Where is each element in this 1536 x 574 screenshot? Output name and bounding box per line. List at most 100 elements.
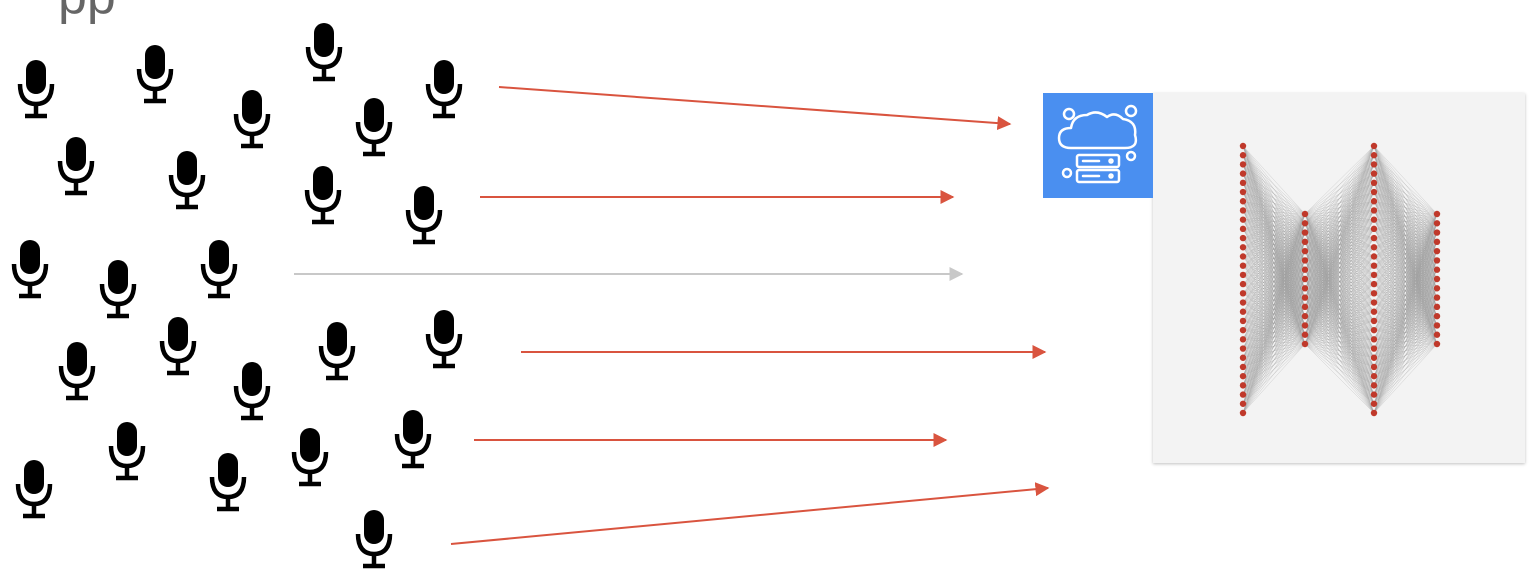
network-node-layer-3 [1370, 179, 1378, 187]
network-node-layer-2 [1301, 285, 1309, 292]
network-node-layer-2 [1301, 210, 1309, 218]
network-node-layer-3 [1370, 345, 1378, 352]
network-node-layer-1 [1239, 317, 1247, 325]
network-node-layer-3 [1370, 308, 1378, 315]
network-node-layer-1 [1239, 152, 1247, 159]
network-node-layer-1 [1239, 262, 1247, 269]
network-node-layer-1 [1239, 253, 1247, 260]
network-edges [1242, 145, 1438, 414]
network-node-layer-1 [1239, 391, 1247, 398]
network-node-layer-1 [1239, 290, 1247, 297]
microphone-icon [61, 342, 93, 398]
network-node-layer-2 [1301, 266, 1309, 273]
network-node-layer-4 [1433, 238, 1441, 246]
network-node-layer-4 [1433, 312, 1441, 320]
network-node-layer-4 [1433, 340, 1441, 348]
microphone-icon [171, 151, 203, 207]
neural-network-diagram [1239, 142, 1441, 417]
network-node-layer-3 [1370, 188, 1378, 196]
network-node-layer-4 [1433, 322, 1441, 329]
network-node-layer-3 [1370, 198, 1378, 205]
network-node-layer-3 [1370, 244, 1378, 251]
network-node-layer-1 [1239, 161, 1247, 168]
network-node-layer-1 [1239, 170, 1247, 177]
microphone-icon [236, 90, 268, 146]
network-node-layer-1 [1239, 207, 1247, 214]
microphone-icon [162, 317, 194, 373]
network-node-layer-3 [1370, 225, 1378, 233]
network-node-layer-4 [1433, 247, 1441, 255]
microphone-icon [60, 137, 92, 193]
arrow-1 [498, 86, 1012, 131]
network-node-layer-2 [1301, 322, 1309, 329]
network-node-layer-1 [1239, 308, 1247, 315]
microphone-icon [408, 186, 440, 242]
network-node-layer-3 [1370, 262, 1378, 269]
network-node-layer-3 [1370, 142, 1378, 150]
network-node-layer-3 [1370, 280, 1378, 288]
network-node-layer-3 [1370, 161, 1378, 168]
network-node-layer-1 [1239, 400, 1247, 407]
microphone-icon [139, 45, 171, 101]
network-node-layer-2 [1301, 238, 1309, 246]
microphone-icon [212, 453, 244, 509]
network-node-layer-1 [1239, 179, 1247, 187]
network-node-layer-4 [1433, 331, 1441, 338]
microphone-icon [321, 322, 353, 378]
network-node-layer-3 [1370, 170, 1378, 177]
network-node-layer-1 [1239, 409, 1247, 417]
network-node-layer-2 [1301, 312, 1309, 320]
network-node-layer-2 [1301, 220, 1309, 227]
network-node-layer-4 [1433, 210, 1441, 218]
network-node-layer-3 [1370, 326, 1378, 334]
network-node-layer-3 [1370, 363, 1378, 371]
network-node-layer-1 [1239, 198, 1247, 205]
network-node-layer-1 [1239, 382, 1247, 389]
network-node-layer-3 [1370, 372, 1378, 380]
network-node-layer-3 [1370, 253, 1378, 260]
network-node-layer-3 [1370, 317, 1378, 325]
network-node-layer-2 [1301, 257, 1309, 264]
network-node-layer-4 [1433, 220, 1441, 227]
network-node-layer-4 [1433, 285, 1441, 292]
network-node-layer-3 [1370, 336, 1378, 343]
microphone-icon [358, 98, 390, 154]
microphone-icon [203, 240, 235, 296]
network-node-layer-2 [1301, 247, 1309, 255]
microphone-icon [428, 60, 460, 116]
network-node-layer-1 [1239, 336, 1247, 343]
microphone-icon [20, 60, 52, 116]
neural-network-panel [1153, 93, 1525, 463]
network-node-layer-2 [1301, 331, 1309, 338]
network-node-layer-3 [1370, 382, 1378, 389]
network-node-layer-4 [1433, 303, 1441, 311]
network-node-layer-1 [1239, 299, 1247, 306]
network-node-layer-4 [1433, 294, 1441, 301]
network-node-layer-1 [1239, 234, 1247, 242]
network-node-layer-3 [1370, 216, 1378, 223]
microphone-icon [307, 166, 339, 222]
network-node-layer-2 [1301, 275, 1309, 283]
microphone-group [14, 23, 460, 566]
title-fragment: pp [58, 0, 116, 22]
network-node-layer-2 [1301, 303, 1309, 311]
network-node-layer-1 [1239, 225, 1247, 233]
network-node-layer-2 [1301, 340, 1309, 348]
network-node-layer-1 [1239, 280, 1247, 288]
microphone-icon [428, 310, 460, 366]
microphone-icon [102, 260, 134, 316]
network-node-layer-1 [1239, 216, 1247, 223]
network-node-layer-3 [1370, 299, 1378, 306]
network-node-layer-1 [1239, 271, 1247, 279]
network-node-layer-3 [1370, 234, 1378, 242]
network-node-layer-1 [1239, 345, 1247, 352]
network-nodes [1239, 142, 1441, 417]
network-node-layer-4 [1433, 229, 1441, 236]
microphone-icon [397, 410, 429, 466]
network-node-layer-4 [1433, 257, 1441, 264]
microphone-icon [308, 23, 340, 79]
microphone-icon [14, 240, 46, 296]
network-node-layer-1 [1239, 363, 1247, 371]
network-node-layer-4 [1433, 275, 1441, 283]
network-node-layer-3 [1370, 409, 1378, 417]
